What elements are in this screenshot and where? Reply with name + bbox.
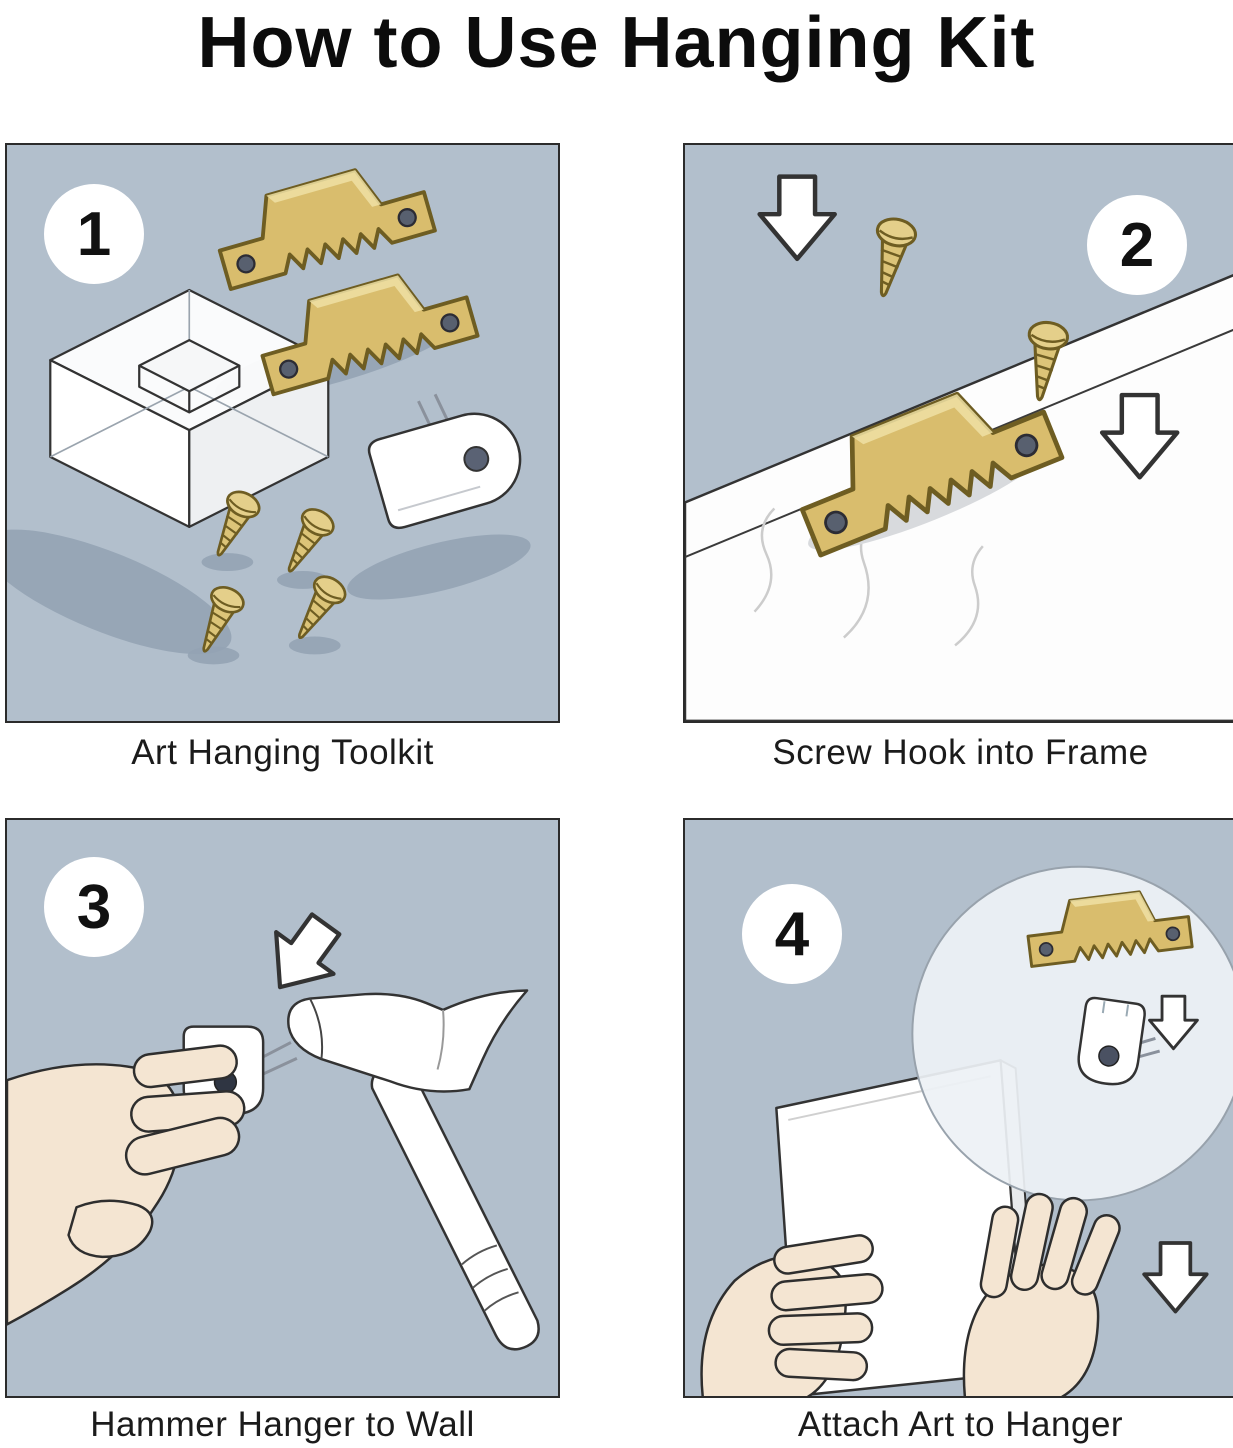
left-hand bbox=[700, 1234, 884, 1396]
step-3-panel: 3 bbox=[5, 818, 560, 1398]
hand bbox=[7, 1044, 246, 1326]
frame-illustration bbox=[685, 145, 1233, 721]
step-4-caption: Attach Art to Hanger bbox=[797, 1405, 1124, 1444]
plastic-hook-icon bbox=[367, 393, 522, 530]
down-arrow-icon bbox=[1142, 1241, 1209, 1314]
step-number-badge: 4 bbox=[742, 884, 842, 984]
step-number: 2 bbox=[1119, 210, 1155, 280]
hammer bbox=[287, 989, 540, 1351]
plastic-hook-icon bbox=[1077, 996, 1161, 1086]
step-number: 4 bbox=[774, 899, 810, 969]
step-4-panel: 4 bbox=[683, 818, 1233, 1398]
toolkit-illustration bbox=[7, 151, 531, 665]
step-2-panel: 2 bbox=[683, 143, 1233, 723]
right-hand bbox=[962, 1192, 1121, 1396]
step-1-panel: 1 bbox=[5, 143, 560, 723]
step-number-badge: 3 bbox=[44, 857, 144, 957]
attach-illustration bbox=[700, 865, 1233, 1396]
step-3-caption: Hammer Hanger to Wall bbox=[90, 1405, 475, 1444]
step-1-caption: Art Hanging Toolkit bbox=[131, 733, 434, 772]
step-number-badge: 1 bbox=[44, 184, 144, 284]
screw-icons bbox=[862, 214, 1071, 404]
magnified-hardware bbox=[1022, 884, 1199, 1086]
hammer-illustration bbox=[7, 820, 540, 1351]
step-number-badge: 2 bbox=[1087, 195, 1187, 295]
step-number: 1 bbox=[76, 199, 112, 269]
storage-box bbox=[49, 288, 330, 528]
down-arrow-icon bbox=[251, 903, 354, 1007]
step-number: 3 bbox=[76, 872, 112, 942]
step-2-caption: Screw Hook into Frame bbox=[772, 733, 1149, 772]
page-title: How to Use Hanging Kit bbox=[197, 3, 1036, 83]
